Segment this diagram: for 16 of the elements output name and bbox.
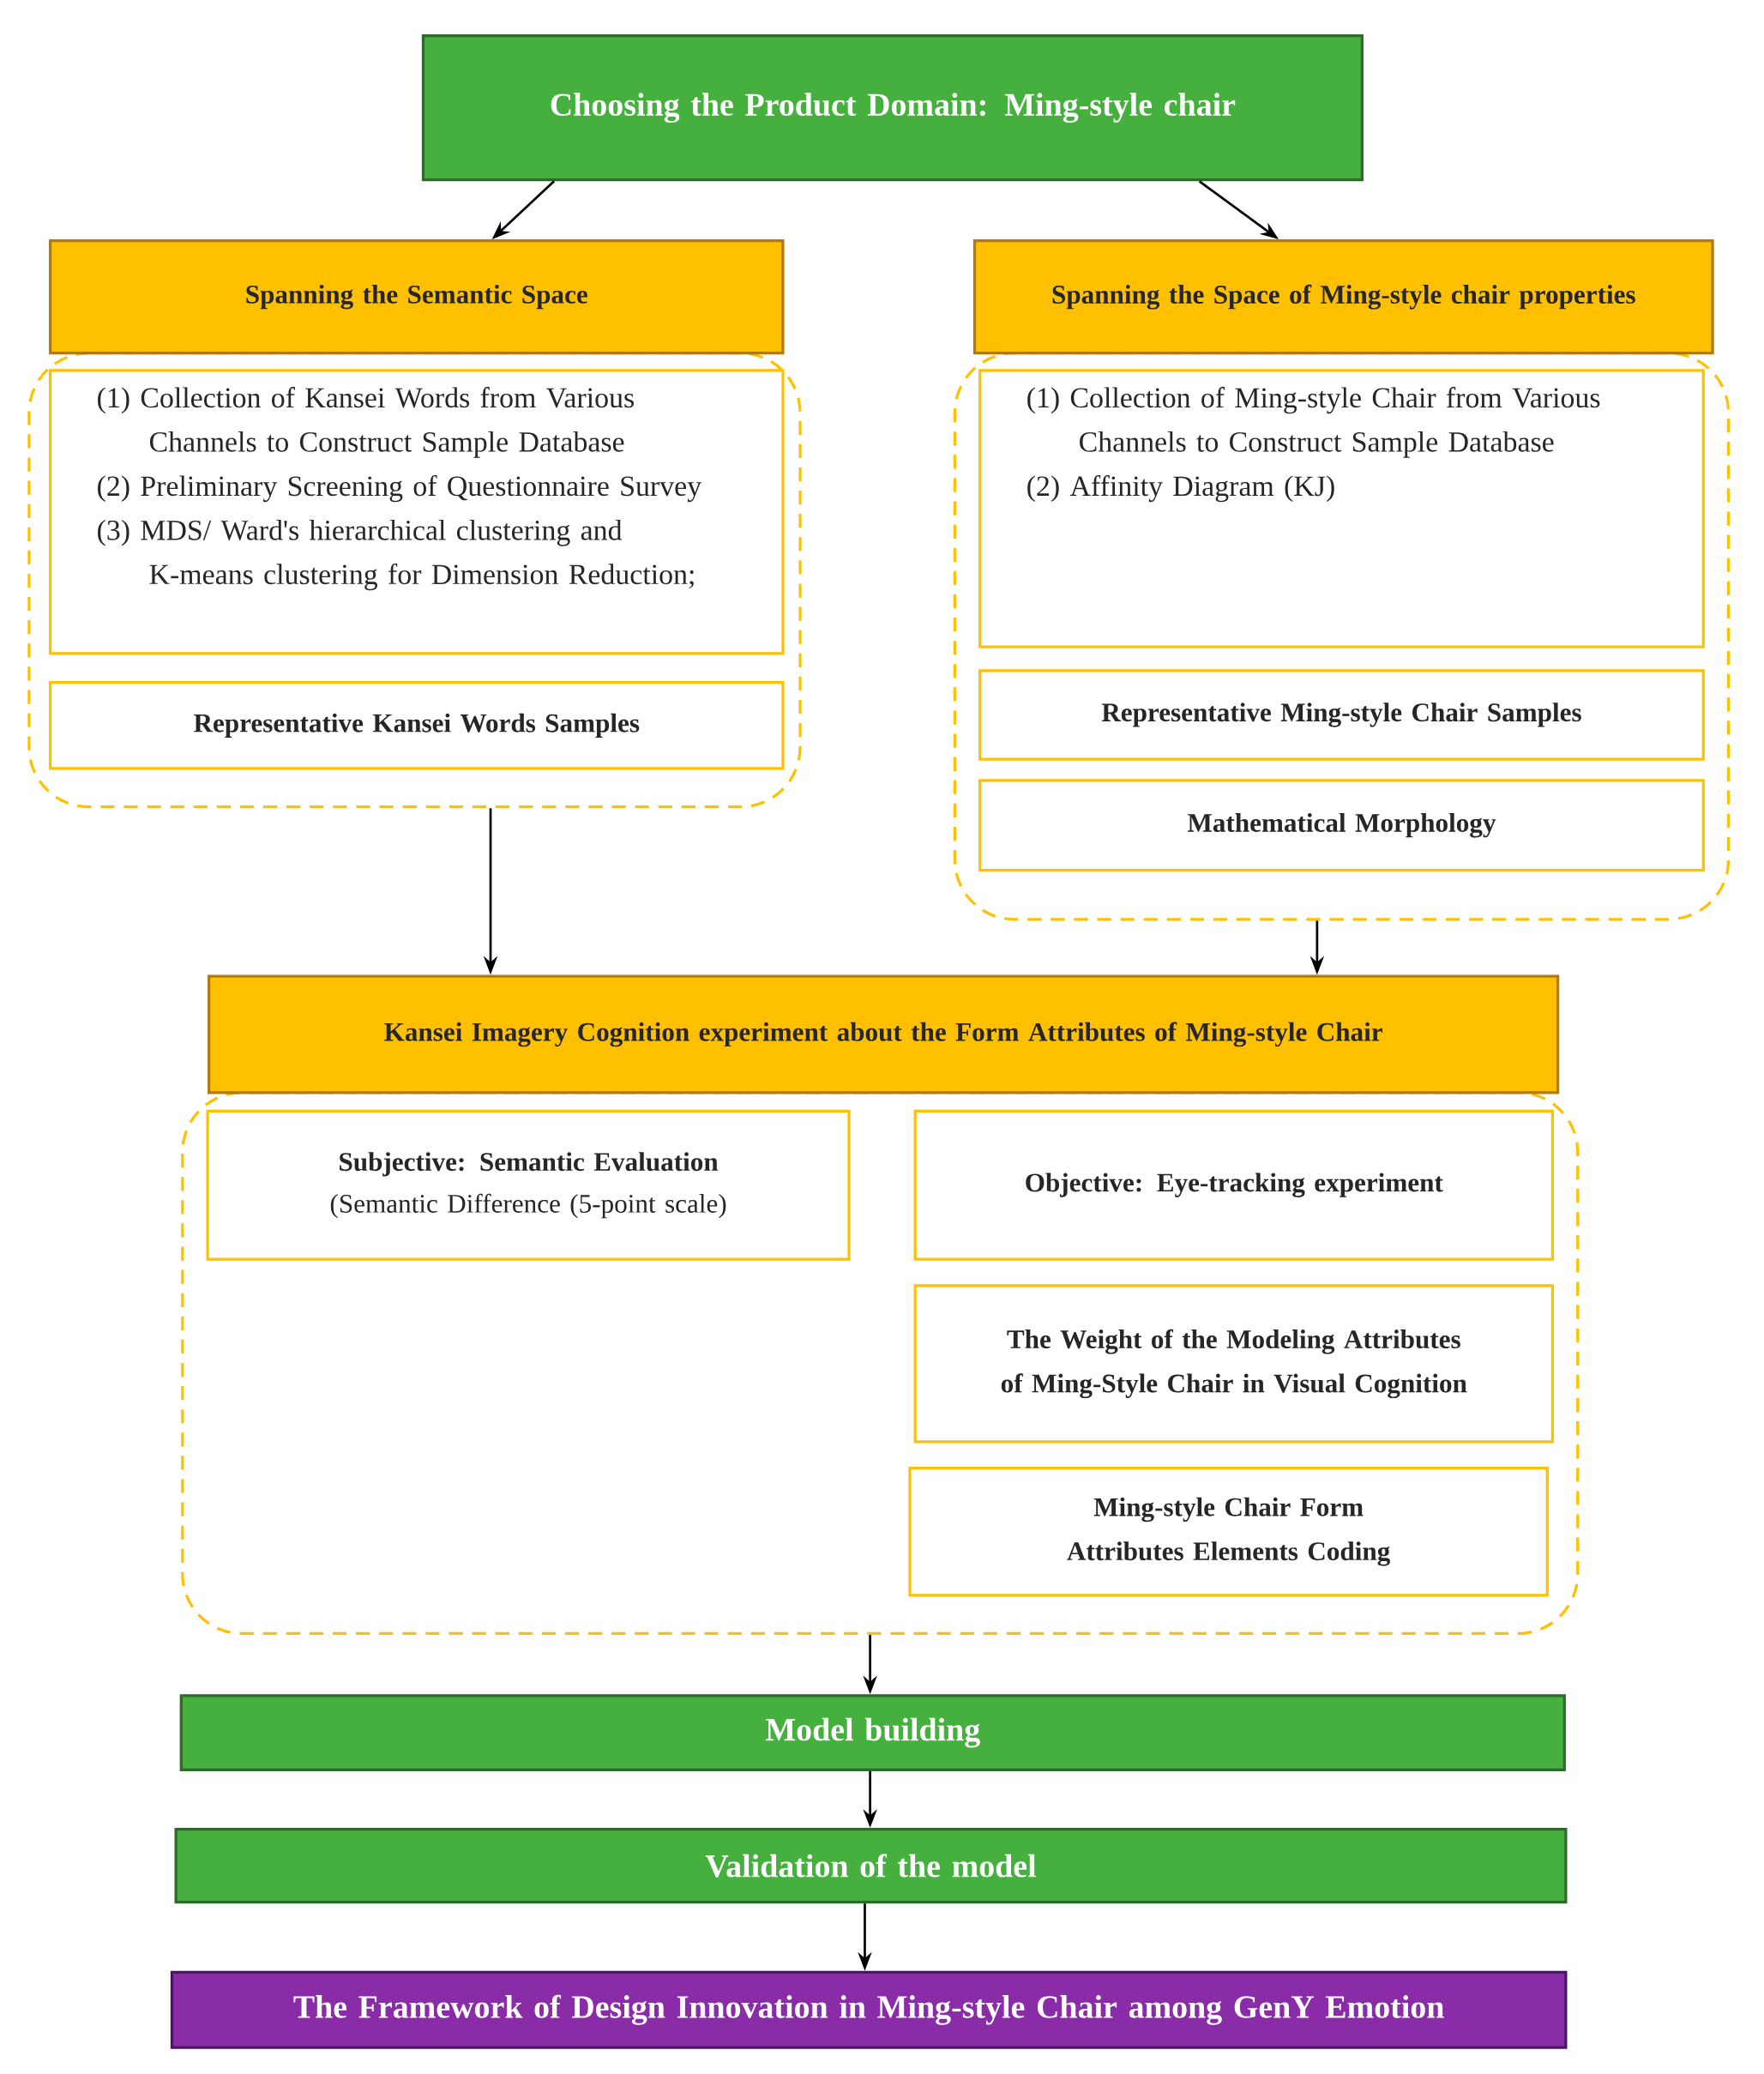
process-box: Objective: Eye-tracking experiment	[913, 1109, 1554, 1261]
list-box: (1) Collection of Kansei Words from Various Channels to Construct Sample Database (2) Preliminary Screening of Questionnaire Survey (3) MDS/ Ward's hierarchical clustering and K-means clustering for Dimension Reduction;	[48, 369, 785, 655]
process-box: Representative Ming-style Chair Samples	[978, 669, 1705, 761]
header-box: Kansei Imagery Cognition experiment about the Form Attributes of Ming-style Chair	[207, 974, 1560, 1094]
process-box: Ming-style Chair Form Attributes Elements Coding	[908, 1467, 1549, 1597]
process-box: Representative Kansei Words Samples	[48, 681, 785, 770]
header-box: Spanning the Semantic Space	[48, 239, 785, 355]
process-box: Choosing the Product Domain: Ming-style chair	[421, 34, 1364, 182]
list-box: (1) Collection of Ming-style Chair from Various Channels to Construct Sample Database (2) Affinity Diagram (KJ)	[978, 369, 1705, 648]
process-box: The Weight of the Modeling Attributes of Ming-Style Chair in Visual Cognition	[913, 1284, 1554, 1444]
result-box: The Framework of Design Innovation in Ming-style Chair among GenY Emotion	[170, 1970, 1568, 2049]
process-box: Mathematical Morphology	[978, 779, 1705, 872]
header-box: Spanning the Space of Ming-style chair properties	[972, 239, 1714, 355]
process-box: Validation of the model	[174, 1828, 1568, 1904]
process-box: Model building	[179, 1694, 1566, 1771]
process-box: Subjective: Semantic Evaluation (Semantic Difference (5-point scale)	[206, 1109, 851, 1261]
